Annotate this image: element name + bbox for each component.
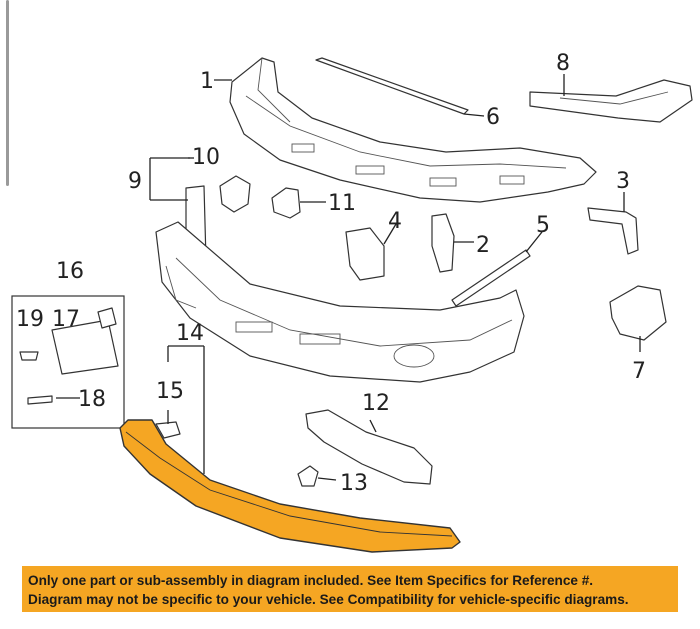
part-16-group <box>11 295 125 429</box>
callout-2: 2 <box>476 233 490 258</box>
callout-14: 14 <box>176 321 204 346</box>
part-11-retainer <box>271 187 301 219</box>
callout-18: 18 <box>78 387 106 412</box>
part-6-upper-strip <box>315 57 469 115</box>
leader-lines <box>56 74 641 481</box>
part-3-bracket <box>587 207 639 255</box>
callout-6: 6 <box>486 105 500 130</box>
callout-5: 5 <box>536 213 550 238</box>
callout-15: 15 <box>156 379 184 404</box>
callout-7: 7 <box>632 359 646 384</box>
disclaimer-banner: Only one part or sub-assembly in diagram… <box>22 566 678 612</box>
part-7-bracket <box>609 285 667 341</box>
part-15-clip <box>155 421 181 439</box>
part-14-lower-valance <box>119 419 461 553</box>
callout-13: 13 <box>340 471 368 496</box>
disclaimer-line-2: Diagram may not be specific to your vehi… <box>28 592 629 607</box>
callout-12: 12 <box>362 391 390 416</box>
part-5-strip <box>451 249 531 307</box>
part-12-deflector <box>305 409 433 485</box>
callout-8: 8 <box>556 51 570 76</box>
callout-16: 16 <box>56 259 84 284</box>
part-13-clip <box>297 465 319 487</box>
scrollbar[interactable] <box>6 0 9 186</box>
callout-19: 19 <box>16 307 44 332</box>
callout-9: 9 <box>128 169 142 194</box>
part-2-bracket <box>431 213 455 273</box>
callout-1: 1 <box>200 69 214 94</box>
part-10-clip <box>219 175 251 213</box>
part-1-impact-bar <box>229 57 597 203</box>
callout-3: 3 <box>616 169 630 194</box>
part-8-bracket <box>529 79 693 123</box>
callout-4: 4 <box>388 209 402 234</box>
callouts: 1 2 3 4 5 6 7 8 9 10 11 12 13 14 15 16 1… <box>16 51 646 496</box>
disclaimer-line-1: Only one part or sub-assembly in diagram… <box>28 573 594 588</box>
callout-10: 10 <box>192 145 220 170</box>
callout-11: 11 <box>328 191 356 216</box>
part-4-bracket <box>345 227 385 281</box>
bumper-cover <box>155 221 525 383</box>
callout-17: 17 <box>52 307 80 332</box>
